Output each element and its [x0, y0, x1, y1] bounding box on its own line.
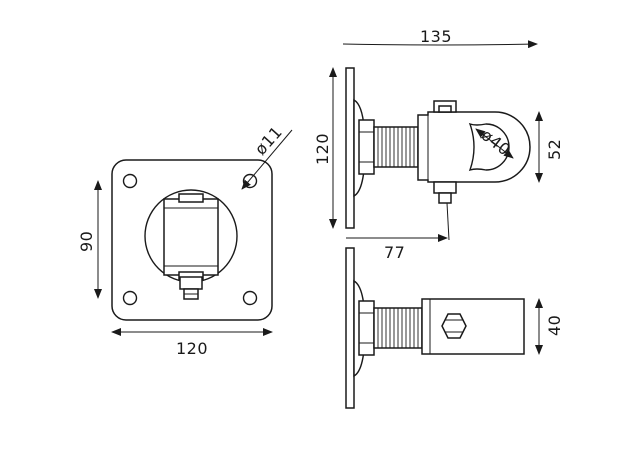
side-view-bottom: 40: [345, 247, 564, 409]
dim-leader-hole: [241, 129, 293, 190]
side-plate-top: [345, 67, 355, 229]
plate-hole-top-left: [122, 173, 138, 189]
dim-leader-eye: [475, 128, 514, 159]
eye-bottom-bolt: [438, 192, 452, 204]
square-shaft-top-tab: [178, 193, 204, 203]
dim-block-height: 40: [545, 315, 564, 336]
dim-ext-bolt: [446, 202, 450, 241]
bottom-block: [421, 298, 525, 355]
side-view-top: 135 120 ø40 52 77: [313, 27, 564, 262]
front-view: 120 90 ø11: [77, 122, 293, 358]
dim-eye-height: 52: [545, 139, 564, 160]
side-shaft-top: [373, 126, 419, 168]
plate-hole-bottom-right: [242, 290, 258, 306]
shaft-thread-top: [377, 127, 415, 167]
dim-hole-diameter: ø11: [251, 122, 286, 158]
eye-top-bolt: [438, 105, 452, 113]
hex-bolt-head: [441, 313, 467, 339]
dim-plate-height: 120: [313, 133, 332, 165]
dim-front-height: 90: [77, 231, 96, 252]
dim-front-width: 120: [176, 339, 208, 358]
eye-bottom-nut: [433, 181, 457, 194]
plate-hole-bottom-left: [122, 290, 138, 306]
dim-overall-length: 135: [420, 27, 452, 46]
side-plate-bottom: [345, 247, 355, 409]
dim-bolt-offset: 77: [384, 243, 405, 262]
eye-bore: [468, 122, 510, 172]
front-nut: [179, 276, 203, 290]
square-shaft: [163, 198, 219, 276]
side-nut-bottom: [358, 300, 375, 356]
shaft-thread-bottom: [377, 308, 419, 348]
dim-line-overall-length: [342, 40, 538, 49]
side-nut-top: [358, 119, 375, 175]
